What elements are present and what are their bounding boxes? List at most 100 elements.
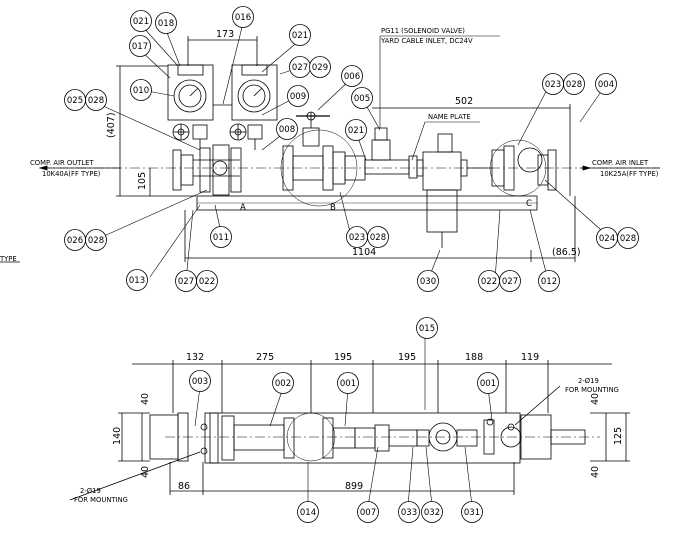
balloon-number: 025 xyxy=(67,96,83,106)
part-balloon: 022 xyxy=(478,270,500,292)
part-balloon: 014 xyxy=(297,501,319,523)
part-balloon: 009 xyxy=(287,85,309,107)
balloon-number: 016 xyxy=(235,13,251,23)
balloon-number: 003 xyxy=(192,377,208,387)
balloon-number: 017 xyxy=(132,42,148,52)
balloon-number: 033 xyxy=(401,508,417,518)
part-balloon: 030 xyxy=(417,270,439,292)
balloon-circle xyxy=(210,226,232,248)
part-balloon: 021 xyxy=(130,10,152,32)
part-balloon: 002 xyxy=(272,372,294,394)
front-elevation-view xyxy=(0,36,660,263)
balloon-circle xyxy=(357,501,379,523)
balloon-number: 028 xyxy=(620,234,636,244)
part-balloon: 018 xyxy=(155,12,177,34)
balloon-number: 028 xyxy=(370,233,386,243)
balloon-circle xyxy=(130,10,152,32)
part-balloon: 029 xyxy=(309,56,331,78)
balloon-number: 008 xyxy=(279,125,295,135)
part-balloon: 006 xyxy=(341,65,363,87)
mount-left-2: FOR MOUNTING xyxy=(74,496,128,504)
balloon-circle xyxy=(617,227,639,249)
label-solenoid-1: PG11 (SOLENOID VALVE) xyxy=(381,27,465,35)
balloon-circle xyxy=(85,229,107,251)
balloon-number: 021 xyxy=(133,17,149,27)
dim-195-b: 195 xyxy=(398,352,416,363)
dim-275: 275 xyxy=(256,352,274,363)
balloon-number: 004 xyxy=(598,80,614,90)
type-fragment: TYPE xyxy=(0,255,17,263)
dim-86: 86 xyxy=(178,481,190,492)
balloon-circle xyxy=(155,12,177,34)
balloon-number: 009 xyxy=(290,92,306,102)
part-balloon: 022 xyxy=(196,270,218,292)
part-balloon: 023 xyxy=(346,226,368,248)
dim-119: 119 xyxy=(521,352,539,363)
balloon-circle xyxy=(595,73,617,95)
part-balloon: 012 xyxy=(538,270,560,292)
dim-105: 105 xyxy=(137,172,148,190)
part-balloon: 023 xyxy=(542,73,564,95)
balloon-number: 011 xyxy=(213,233,229,243)
dim-899: 899 xyxy=(345,481,363,492)
balloon-number: 022 xyxy=(199,277,215,287)
section-a: A xyxy=(240,203,246,213)
label-inlet-1: COMP. AIR INLET xyxy=(592,159,649,167)
part-balloon: 015 xyxy=(416,317,438,339)
dim-1104: 1104 xyxy=(352,247,376,258)
balloon-number: 010 xyxy=(133,86,149,96)
part-balloon: 010 xyxy=(130,79,152,101)
balloon-number: 031 xyxy=(464,508,480,518)
mount-right-1: 2-Ø19 xyxy=(578,377,599,385)
balloon-number: 013 xyxy=(129,276,145,286)
balloon-circle xyxy=(196,270,218,292)
label-outlet-1: COMP. AIR OUTLET xyxy=(30,159,94,167)
balloon-number: 023 xyxy=(349,233,365,243)
balloon-circle xyxy=(289,24,311,46)
part-balloon: 028 xyxy=(85,89,107,111)
label-solenoid-2: YARD CABLE INLET, DC24V xyxy=(380,37,473,45)
label-inlet-2: 10K25A(FF TYPE) xyxy=(600,170,659,178)
part-balloon: 027 xyxy=(289,56,311,78)
balloon-number: 024 xyxy=(599,234,615,244)
balloon-circle xyxy=(287,85,309,107)
plan-view xyxy=(69,360,630,501)
balloon-circle xyxy=(272,372,294,394)
part-balloon: 027 xyxy=(175,270,197,292)
balloon-circle xyxy=(276,118,298,140)
balloon-number: 001 xyxy=(480,379,496,389)
balloon-number: 027 xyxy=(502,277,518,287)
dim-188: 188 xyxy=(465,352,483,363)
balloon-circle xyxy=(538,270,560,292)
balloon-number: 027 xyxy=(178,277,194,287)
balloon-number: 001 xyxy=(340,379,356,389)
part-balloon: 007 xyxy=(357,501,379,523)
balloon-circle xyxy=(461,501,483,523)
balloon-number: 014 xyxy=(300,508,316,518)
dim-40-b: 40 xyxy=(140,466,151,478)
balloon-number: 026 xyxy=(67,236,83,246)
part-balloon: 005 xyxy=(351,87,373,109)
balloon-circle xyxy=(477,372,499,394)
balloon-number: 028 xyxy=(566,80,582,90)
part-balloon: 031 xyxy=(461,501,483,523)
part-balloon: 024 xyxy=(596,227,618,249)
balloon-number: 005 xyxy=(354,94,370,104)
part-balloon: 001 xyxy=(477,372,499,394)
mount-right-2: FOR MOUNTING xyxy=(565,386,619,394)
balloon-circle xyxy=(130,79,152,101)
balloon-number: 012 xyxy=(541,277,557,287)
mount-left-1: 2-Ø19 xyxy=(80,487,101,495)
dim-40-d: 40 xyxy=(590,466,601,478)
balloon-number: 021 xyxy=(348,126,364,136)
part-balloon: 001 xyxy=(337,372,359,394)
dim-40-a: 40 xyxy=(140,393,151,405)
section-b: B xyxy=(330,203,336,213)
dim-140: 140 xyxy=(112,427,123,445)
part-balloon: 033 xyxy=(398,501,420,523)
dim-195-a: 195 xyxy=(334,352,352,363)
part-balloon: 027 xyxy=(499,270,521,292)
balloon-number: 021 xyxy=(292,31,308,41)
